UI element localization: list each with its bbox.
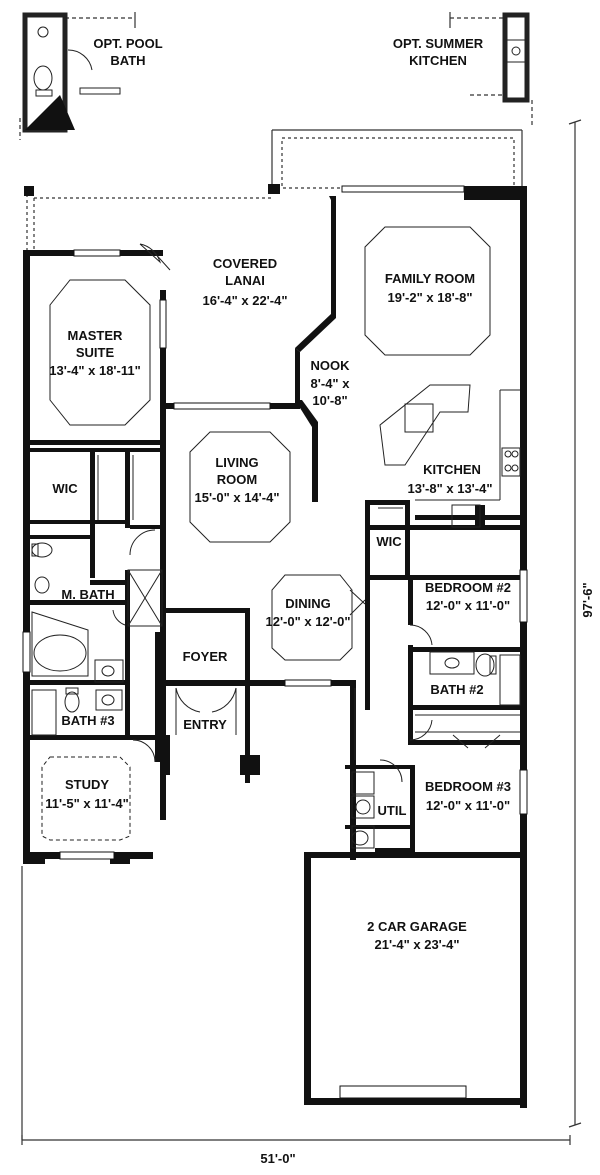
room-size-covered-lanai: 16'-4" x 22'-4" (202, 293, 287, 308)
room-name2-master-suite: SUITE (76, 345, 115, 360)
room-name-study: STUDY (65, 777, 109, 792)
room-name-master-suite: MASTER (68, 328, 124, 343)
fixtures (22, 12, 530, 849)
outline-lines (19, 12, 582, 1145)
room-name2-living-room: ROOM (217, 472, 257, 487)
doors (67, 49, 501, 783)
room-name-living-room: LIVING (215, 455, 258, 470)
room-name-opt-pool-bath: OPT. POOL (93, 36, 162, 51)
room-labels: OPT. POOL BATH OPT. SUMMER KITCHEN COVER… (45, 36, 511, 952)
room-name-wic-master: WIC (52, 481, 78, 496)
room-name2-opt-summer-kitchen: KITCHEN (409, 53, 467, 68)
room-name-entry: ENTRY (183, 717, 227, 732)
room-size-family-room: 19'-2" x 18'-8" (387, 290, 472, 305)
room-name-master-bath: M. BATH (61, 587, 114, 602)
room-name2-opt-pool-bath: BATH (110, 53, 145, 68)
room-name2-covered-lanai: LANAI (225, 273, 265, 288)
room-name-garage: 2 CAR GARAGE (367, 919, 467, 934)
room-size-garage: 21'-4" x 23'-4" (374, 937, 459, 952)
room-name-bedroom-3: BEDROOM #3 (425, 779, 511, 794)
room-name-family-room: FAMILY ROOM (385, 271, 475, 286)
room-size-kitchen: 13'-8" x 13'-4" (407, 481, 492, 496)
room-size-living-room: 15'-0" x 14'-4" (194, 490, 279, 505)
room-name-bedroom-2: BEDROOM #2 (425, 580, 511, 595)
room-name-covered-lanai: COVERED (213, 256, 277, 271)
room-size-nook: 8'-4" x (311, 376, 351, 391)
room-size2-nook: 10'-8" (312, 393, 347, 408)
room-size-dining: 12'-0" x 12'-0" (265, 614, 350, 629)
room-name-kitchen: KITCHEN (423, 462, 481, 477)
room-name-nook: NOOK (311, 358, 351, 373)
room-size-master-suite: 13'-4" x 18'-11" (49, 363, 141, 378)
overall-width-dimension: 51'-0" (260, 1151, 295, 1166)
room-size-bedroom-3: 12'-0" x 11'-0" (426, 798, 510, 813)
room-name-dining: DINING (285, 596, 331, 611)
room-name-bath-2: BATH #2 (430, 682, 483, 697)
room-name-foyer: FOYER (183, 649, 228, 664)
room-size-bedroom-2: 12'-0" x 11'-0" (426, 598, 510, 613)
room-name-util: UTIL (378, 803, 407, 818)
overall-depth-dimension: 97'-6" (580, 582, 595, 617)
exterior-walls (23, 184, 527, 1108)
room-name-wic-bedroom: WIC (376, 534, 402, 549)
room-name-bath-3: BATH #3 (61, 713, 114, 728)
windows (22, 185, 528, 1099)
room-name-opt-summer-kitchen: OPT. SUMMER (393, 36, 484, 51)
room-size-study: 11'-5" x 11'-4" (45, 796, 129, 811)
